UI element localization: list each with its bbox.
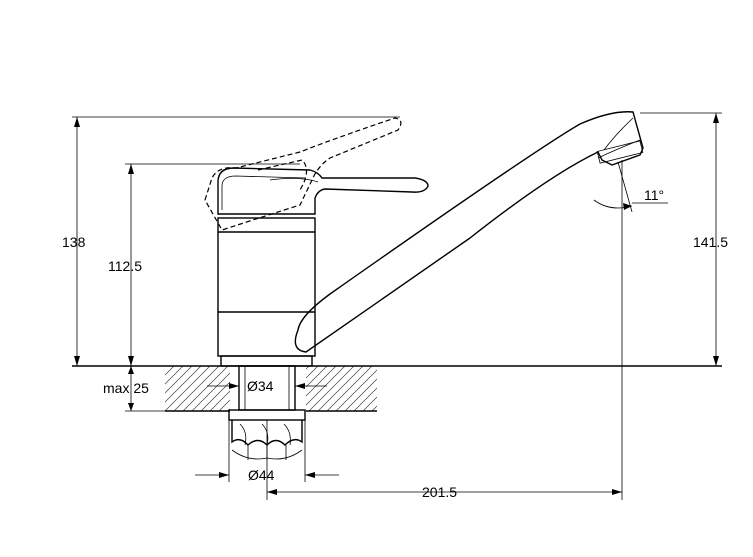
label-body-height: 112.5: [108, 258, 142, 274]
hatch-line: [299, 366, 346, 411]
hatch-line: [408, 366, 453, 411]
hatch-line: [381, 366, 426, 411]
countertop-section: [165, 366, 471, 412]
counter-hole: [230, 366, 306, 411]
dimension-spout-angle: 11°: [593, 161, 668, 213]
label-spout-angle: 11°: [644, 187, 664, 203]
hatch-line: [335, 369, 377, 411]
hatch-line: [173, 366, 220, 411]
label-spout-height: 141.5: [693, 234, 728, 250]
hatch-line: [308, 366, 355, 411]
hatch-line: [326, 366, 373, 411]
hatch-line: [362, 396, 377, 411]
dimension-hole-diameter: Ø34: [207, 378, 327, 394]
label-total-height: 138: [62, 234, 86, 250]
hatch-line: [344, 378, 377, 411]
dimension-spout-reach: 201.5: [266, 160, 623, 500]
label-nut-diameter: Ø44: [248, 467, 275, 483]
spout: [294, 111, 644, 353]
hatch-line: [390, 366, 435, 411]
hatch-line: [165, 366, 184, 385]
hatch-line: [165, 366, 202, 403]
hatch-line: [165, 366, 211, 411]
label-hole-diameter: Ø34: [247, 378, 274, 394]
hatch-line: [191, 366, 238, 411]
lever-handle: [217, 167, 429, 215]
hatch-line: [399, 366, 444, 411]
label-spout-reach: 201.5: [422, 484, 457, 500]
label-max-thickness: max 25: [103, 380, 149, 396]
dimension-nut-diameter: Ø44: [195, 420, 339, 483]
hatch-line: [182, 366, 229, 411]
dimension-spout-height: 141.5: [640, 112, 728, 366]
dimension-max-thickness: max 25: [103, 366, 165, 412]
hatch-line: [371, 405, 377, 411]
dimension-body-height: 112.5: [108, 163, 300, 366]
faucet-body: [217, 217, 316, 367]
hatch-line: [317, 366, 364, 411]
hatch-line: [417, 366, 462, 411]
hatch-line: [426, 366, 471, 411]
dimension-total-height: 138: [62, 116, 400, 366]
hatch-line: [165, 366, 175, 376]
lever-handle-raised-position: [204, 117, 402, 231]
hatch-line: [165, 366, 193, 394]
hatch-line: [353, 387, 377, 411]
